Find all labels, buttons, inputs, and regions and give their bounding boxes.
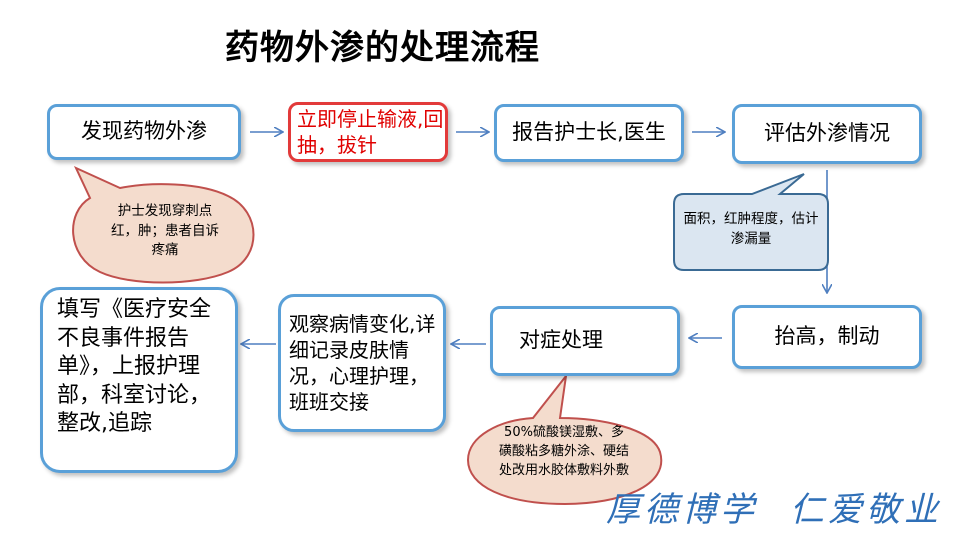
motto-right: 仁爱敬业 [790, 490, 942, 530]
step-observe-label: 观察病情变化,详细记录皮肤情况，心理护理，班班交接 [289, 312, 436, 414]
step-assess-label: 评估外渗情况 [764, 121, 890, 146]
step-discover: 发现药物外渗 [47, 104, 241, 160]
step-fill-report-label: 填写《医疗安全不良事件报告单》，上报护理部，科室讨论，整改,追踪 [57, 297, 212, 437]
step-report-label: 报告护士长,医生 [512, 120, 666, 145]
step-stop-infusion: 立即停止输液,回抽，拔针 [288, 102, 448, 162]
step-elevate-label: 抬高，制动 [774, 324, 880, 349]
discover-note-bubble [72, 165, 255, 284]
step-treat: 对症处理 [490, 306, 680, 376]
discover-note-text: 护士发现穿刺点红，肿；患者自诉疼痛 [111, 203, 219, 259]
step-observe: 观察病情变化,详细记录皮肤情况，心理护理，班班交接 [278, 294, 446, 432]
treat-note-bubble [466, 372, 663, 506]
step-report: 报告护士长,医生 [494, 104, 684, 162]
page-title: 药物外渗的处理流程 [225, 28, 540, 68]
assess-note-callout [673, 173, 829, 271]
step-stop-infusion-label: 立即停止输液,回抽，拔针 [297, 107, 444, 157]
treat-note-text: 50%硫酸镁湿敷、多磺酸粘多糖外涂、硬结处改用水胶体敷料外敷 [498, 425, 629, 478]
motto-left: 厚德博学 [606, 490, 758, 530]
step-treat-label: 对症处理 [519, 328, 603, 353]
step-fill-report: 填写《医疗安全不良事件报告单》，上报护理部，科室讨论，整改,追踪 [40, 287, 238, 473]
assess-note-text: 面积，红肿程度，估计渗漏量 [683, 211, 819, 247]
step-assess: 评估外渗情况 [732, 104, 922, 164]
step-discover-label: 发现药物外渗 [81, 119, 207, 144]
step-elevate: 抬高，制动 [732, 305, 922, 369]
